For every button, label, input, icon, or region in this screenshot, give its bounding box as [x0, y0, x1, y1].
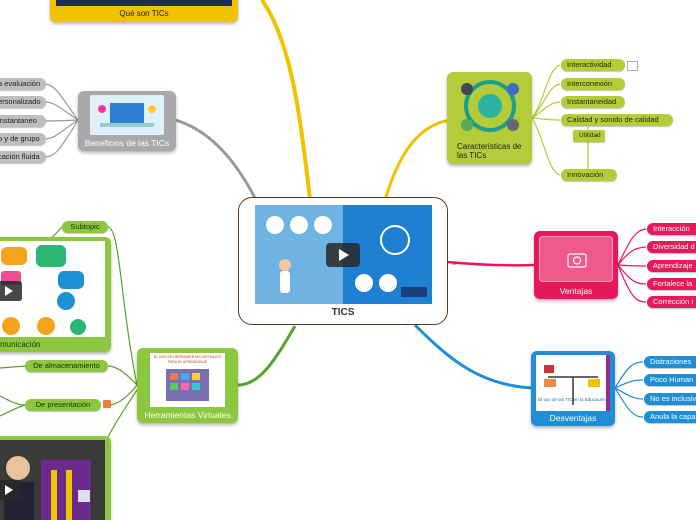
desventajas-node[interactable]: El uso de las TIC en la Educación Desven…: [531, 351, 615, 426]
caracteristica-item[interactable]: Interconexión: [561, 78, 625, 90]
desventajas-image: El uso de las TIC en la Educación: [536, 355, 610, 411]
caracteristica-subitem[interactable]: Utilidad: [573, 130, 605, 142]
beneficio-item[interactable]: ersonalizado: [0, 96, 46, 108]
desventajas-image-text: El uso de las TIC en la Educación: [538, 397, 606, 402]
caracteristica-item[interactable]: Instantaneidad: [561, 96, 625, 108]
comunicacion-image: [0, 241, 105, 337]
caracteristicas-node[interactable]: Características de las TICs: [447, 72, 532, 164]
que-son-tics-node[interactable]: Qué son TICs: [50, 0, 238, 22]
caracteristicas-label: Características de las TICs: [457, 142, 522, 160]
beneficios-label: Beneficios de las TICs: [84, 138, 170, 148]
caracteristica-item[interactable]: Interactividad: [561, 59, 625, 71]
beneficios-image: [90, 95, 164, 135]
ventaja-item[interactable]: Aprendizaje: [647, 260, 696, 272]
beneficio-item[interactable]: o y de grupo: [0, 133, 46, 145]
comunicacion-label: municación: [0, 340, 41, 349]
comunicacion-node[interactable]: municación: [0, 237, 111, 352]
caracteristicas-image: [455, 75, 525, 137]
herramienta-item[interactable]: Subtopic: [62, 221, 108, 233]
play-icon[interactable]: [0, 281, 22, 301]
menu-icon[interactable]: ≡: [452, 259, 457, 268]
archivos-node[interactable]: [0, 436, 111, 520]
play-icon[interactable]: [326, 243, 360, 267]
que-son-thumbnail: [56, 0, 232, 6]
beneficio-item[interactable]: cación fluida: [0, 151, 46, 163]
desventajas-label: Desventajas: [549, 413, 597, 423]
desventaja-item[interactable]: Anula la capa: [644, 411, 696, 423]
herramientas-node[interactable]: EL USO DE HERRAMIENTAS VIRTUALES PARA EL…: [137, 348, 238, 423]
central-topic[interactable]: TICS: [238, 197, 448, 325]
beneficio-item[interactable]: instantaneo: [0, 115, 46, 127]
note-icon[interactable]: [103, 400, 111, 408]
ventajas-label: Ventajas: [559, 286, 593, 296]
note-icon[interactable]: [627, 61, 638, 71]
ventaja-item[interactable]: Interacción: [647, 223, 696, 235]
ventaja-item[interactable]: Corrección i: [647, 296, 696, 308]
ventajas-node[interactable]: Ventajas: [534, 231, 618, 299]
caracteristica-item[interactable]: Calidad y sonido de calidad: [561, 114, 673, 126]
desventaja-item[interactable]: Distraciones: [644, 356, 696, 368]
ventaja-item[interactable]: Fortalece la: [647, 278, 696, 290]
que-son-label: Qué son TICs: [119, 9, 169, 18]
herramientas-image-text: EL USO DE HERRAMIENTAS VIRTUALES PARA EL…: [153, 355, 222, 364]
beneficio-item[interactable]: a evaluación: [0, 78, 46, 90]
ventajas-image-placeholder: [539, 236, 613, 282]
beneficios-node[interactable]: Beneficios de las TICs: [78, 91, 176, 151]
herramienta-item[interactable]: De almacenamiento: [25, 360, 108, 372]
desventaja-item[interactable]: No es inclusiv: [644, 393, 696, 405]
central-video-thumbnail[interactable]: [255, 205, 432, 304]
ventaja-item[interactable]: Diversidad d: [647, 241, 696, 253]
herramienta-item[interactable]: De presentación: [25, 399, 101, 411]
herramientas-image: EL USO DE HERRAMIENTAS VIRTUALES PARA EL…: [150, 353, 225, 407]
camera-icon: [567, 253, 587, 268]
desventaja-item[interactable]: Poco Human: [644, 374, 696, 386]
central-topic-title: TICS: [331, 307, 355, 318]
herramientas-label: Herramientas Virtuales: [144, 410, 231, 420]
caracteristica-item[interactable]: Innovación: [561, 169, 617, 181]
play-icon[interactable]: [0, 480, 22, 500]
archivos-image: [0, 440, 105, 520]
